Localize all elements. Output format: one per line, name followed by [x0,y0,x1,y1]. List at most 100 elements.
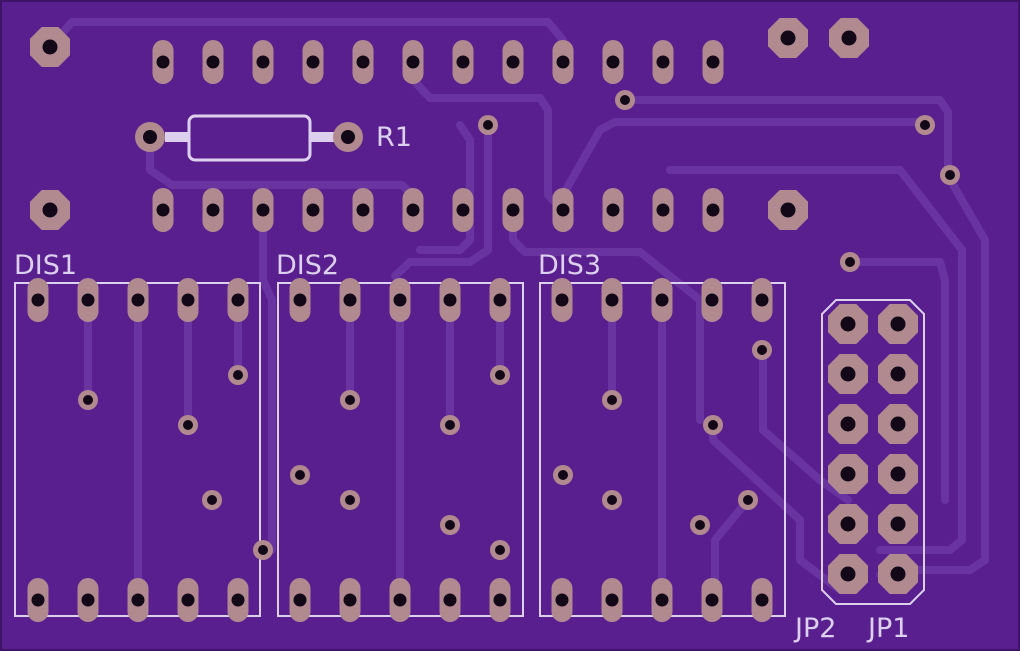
via [340,490,360,510]
dis3-pin [551,578,573,622]
dis1-pin [27,578,49,622]
via [490,540,510,560]
dis3-pin [751,278,773,322]
via [478,115,498,135]
jp2-pad [828,554,868,594]
ic-pin [702,40,724,84]
via [703,415,723,435]
label-dis1: DIS1 [14,250,77,281]
dis1-pin [27,278,49,322]
via [178,415,198,435]
pad-top-right-1 [768,18,808,58]
ic-pin [602,188,624,232]
ic-pin [702,188,724,232]
via [840,252,860,272]
dis1-pin [127,578,149,622]
dis2-pin [339,278,361,322]
jp1-pad [878,454,918,494]
r1-body [187,114,312,162]
ic-pin [352,40,374,84]
label-dis2: DIS2 [276,250,339,281]
trace-ic-right [509,206,704,424]
ic-pin [502,40,524,84]
via [690,515,710,535]
ic-pin [452,40,474,84]
ic-pin [302,188,324,232]
jp1-pad [878,404,918,444]
jp1-pad [878,504,918,544]
via [290,465,310,485]
pad-top-right-2 [829,18,869,58]
ic-pin [152,188,174,232]
r1-lead-left [165,132,189,142]
ic-pin [402,40,424,84]
ic-pin [202,188,224,232]
dis2-pin [289,578,311,622]
ic-pin [652,188,674,232]
dis1-pin [127,278,149,322]
jp2-pad [828,504,868,544]
r1-lead-right [310,132,334,142]
ic-pin [202,40,224,84]
via [253,540,273,560]
jp2-pad [828,354,868,394]
dis3-pin [601,578,623,622]
pad-top-left [30,27,70,67]
via [752,340,772,360]
ic-pin [352,188,374,232]
via [553,465,573,485]
jp1-pad [878,354,918,394]
jp1-pad [878,304,918,344]
dis3-pin [651,278,673,322]
dis1-pin [227,278,249,322]
ic-pin [652,40,674,84]
trace-mid-loop [391,121,492,280]
dis2-pin [389,578,411,622]
via [490,365,510,385]
pad-left-mid [30,190,70,230]
dis3-pin [551,278,573,322]
trace-jp-top [846,258,949,504]
resistor-r1 [135,114,363,162]
via [915,115,935,135]
dis3-pin [701,278,723,322]
label-r1: R1 [376,122,412,153]
via [202,490,222,510]
ic-pin [402,188,424,232]
trace-bus-r [559,118,929,199]
dis2-pin [439,578,461,622]
r1-pad-1 [135,122,165,152]
ic-pin [252,40,274,84]
ic-pin [152,40,174,84]
dis3-pin [651,578,673,622]
label-jp2: JP2 [793,613,836,644]
label-dis3: DIS3 [538,250,601,281]
trace-inner-right [666,166,966,554]
via [602,490,622,510]
dis2-pin [439,278,461,322]
dis2-pin [339,578,361,622]
ic-pin [552,40,574,84]
ic-pin [252,188,274,232]
via [602,390,622,410]
dis3-pin [751,578,773,622]
via [440,515,460,535]
jp2-pad [828,454,868,494]
dis3-pin [701,578,723,622]
label-jp1: JP1 [866,613,909,644]
via [615,90,635,110]
trace-dis3-diagonal [709,421,844,594]
via [228,365,248,385]
r1-pad-2 [333,122,363,152]
trace-mid-2 [416,121,474,254]
ic-pin [502,188,524,232]
dis2-pin [489,578,511,622]
dis1-pin [227,578,249,622]
dis2-pin [389,278,411,322]
trace-via-top [621,96,952,180]
ic-pin [452,188,474,232]
ic-pin [302,40,324,84]
dis1-pin [77,578,99,622]
dis2-pin [489,278,511,322]
